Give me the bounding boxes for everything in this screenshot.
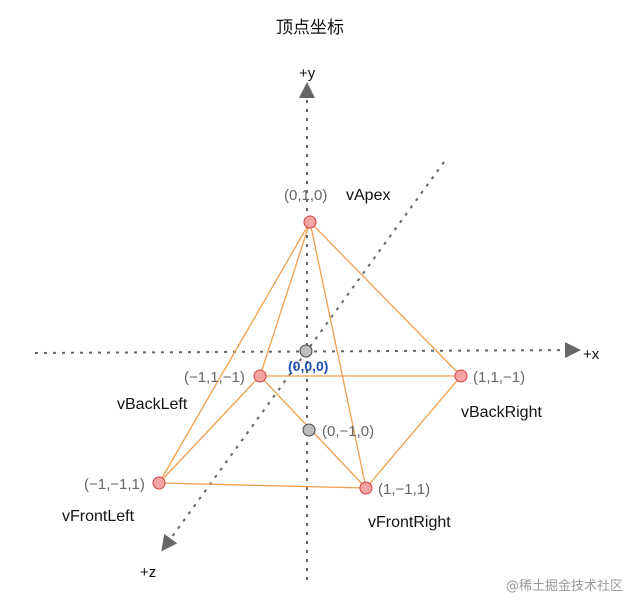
back-left-name: vBackLeft [117,396,188,413]
front-right-coord: (1,−1,1) [378,481,430,498]
lower-point [302,423,316,437]
vertex-apex [303,215,317,229]
edge-frontleft-frontright [158,482,367,489]
front-left-coord: (−1,−1,1) [84,476,145,493]
origin-coord: (0,0,0) [288,358,328,374]
lower-coord: (0,−1,0) [322,423,374,440]
edge-apex-frontleft [158,221,311,484]
vertex-back-left [253,369,267,383]
pyramid-edges [158,221,462,489]
diagram-title: 顶点坐标 [276,18,344,38]
edge-apex-frontright [309,221,367,489]
back-left-coord: (−1,1,−1) [184,369,245,386]
origin-point [299,344,313,358]
edge-apex-backleft [259,221,311,377]
apex-name: vApex [346,187,390,204]
z-axis-label: +z [140,564,156,581]
edge-backright-frontright [365,375,462,489]
x-axis-label: +x [583,346,600,363]
back-right-name: vBackRight [461,404,542,421]
edge-apex-backright [309,221,462,377]
back-right-coord: (1,1,−1) [473,369,525,386]
edge-backleft-frontleft [158,375,261,484]
vertex-back-right [454,369,468,383]
y-axis-label: +y [299,65,316,82]
vertex-front-right [359,481,373,495]
watermark: @稀土掘金技术社区 [506,578,623,594]
vertex-front-left [152,476,166,490]
front-left-name: vFrontLeft [62,508,135,525]
apex-coord: (0,1,0) [284,187,327,204]
front-right-name: vFrontRight [368,514,451,531]
